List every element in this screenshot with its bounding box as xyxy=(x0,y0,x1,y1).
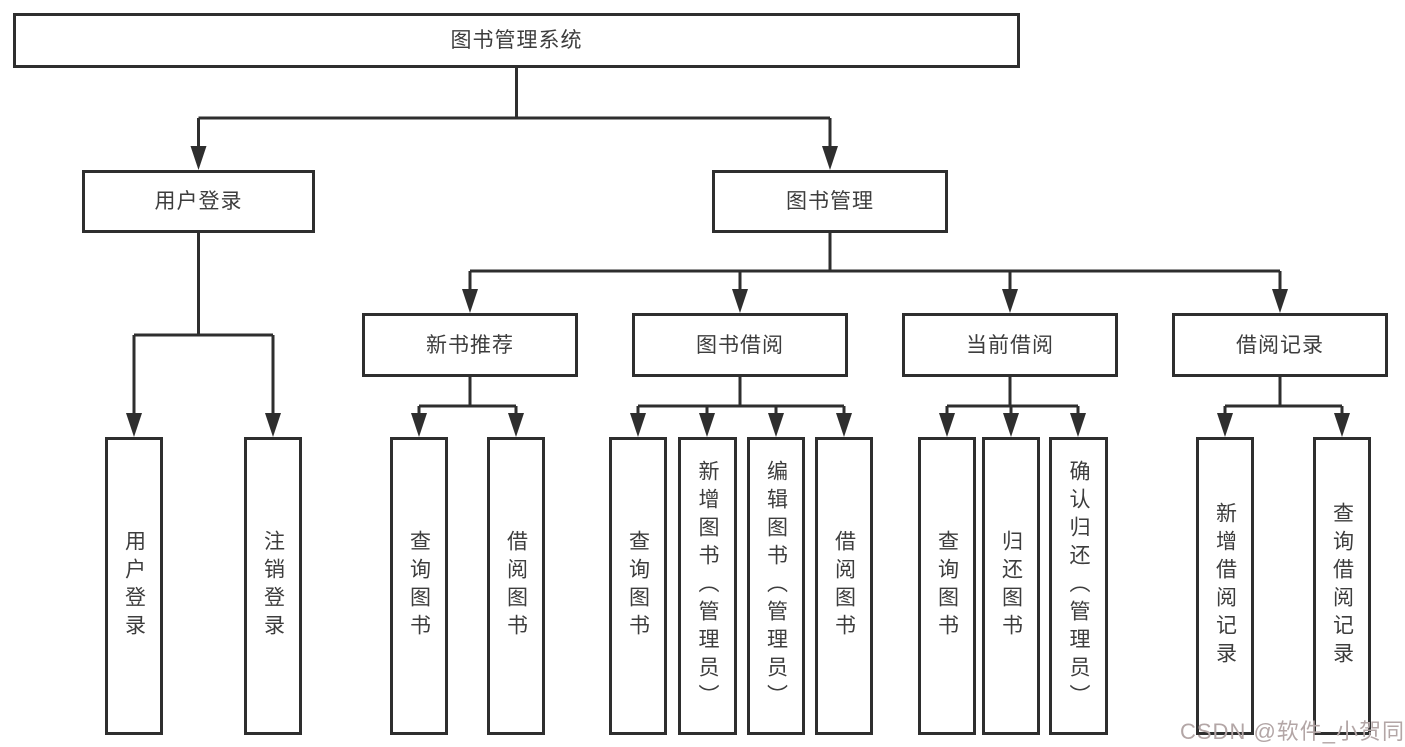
node-current-borrowing: 当前借阅 xyxy=(902,313,1118,377)
leaf-add-borrow-record: 新增借阅记录 xyxy=(1196,437,1254,735)
tree-edges xyxy=(132,68,1344,418)
watermark: CSDN @软件_小贺同学 xyxy=(1180,719,1405,744)
node-book-borrowing-label: 图书借阅 xyxy=(696,333,784,357)
node-new-book-recommendation-label: 新书推荐 xyxy=(426,333,514,357)
leaf-add-book-admin: 新增图书（管理员） xyxy=(678,437,737,735)
node-book-borrowing: 图书借阅 xyxy=(632,313,848,377)
leaf-borrowing-borrow-books-label: 借阅图书 xyxy=(832,530,856,642)
leaf-logout-label: 注销登录 xyxy=(261,530,285,642)
leaf-confirm-return-admin: 确认归还（管理员） xyxy=(1049,437,1108,735)
leaf-return-books-label: 归还图书 xyxy=(999,530,1023,642)
leaf-borrowing-borrow-books: 借阅图书 xyxy=(815,437,873,735)
node-book-management: 图书管理 xyxy=(712,170,948,233)
leaf-user-login: 用户登录 xyxy=(105,437,163,735)
leaf-add-book-admin-label: 新增图书（管理员） xyxy=(696,460,719,712)
node-library-system-label: 图书管理系统 xyxy=(450,29,583,52)
leaf-current-query-books: 查询图书 xyxy=(918,437,976,735)
leaf-confirm-return-admin-label: 确认归还（管理员） xyxy=(1067,460,1090,712)
node-book-management-label: 图书管理 xyxy=(786,190,874,213)
leaf-borrowing-query-books-label: 查询图书 xyxy=(626,530,650,642)
node-borrowing-records: 借阅记录 xyxy=(1172,313,1388,377)
node-new-book-recommendation: 新书推荐 xyxy=(362,313,578,377)
leaf-return-books: 归还图书 xyxy=(982,437,1040,735)
node-current-borrowing-label: 当前借阅 xyxy=(966,333,1054,357)
node-user-login: 用户登录 xyxy=(82,170,315,233)
leaf-edit-book-admin: 编辑图书（管理员） xyxy=(747,437,805,735)
node-library-system: 图书管理系统 xyxy=(13,13,1020,68)
node-borrowing-records-label: 借阅记录 xyxy=(1236,333,1324,357)
leaf-user-login-label: 用户登录 xyxy=(122,530,146,642)
leaf-current-query-books-label: 查询图书 xyxy=(935,530,959,642)
leaf-recommend-query-books-label: 查询图书 xyxy=(407,530,431,642)
leaf-logout: 注销登录 xyxy=(244,437,302,735)
leaf-recommend-borrow-books: 借阅图书 xyxy=(487,437,545,735)
leaf-recommend-borrow-books-label: 借阅图书 xyxy=(504,530,528,642)
leaf-edit-book-admin-label: 编辑图书（管理员） xyxy=(764,460,788,712)
leaf-borrowing-query-books: 查询图书 xyxy=(609,437,667,735)
leaf-recommend-query-books: 查询图书 xyxy=(390,437,448,735)
arrowhead-markers xyxy=(126,146,1350,437)
node-user-login-label: 用户登录 xyxy=(154,190,243,213)
leaf-add-borrow-record-label: 新增借阅记录 xyxy=(1213,502,1237,670)
leaf-query-borrow-record-label: 查询借阅记录 xyxy=(1330,502,1354,670)
leaf-query-borrow-record: 查询借阅记录 xyxy=(1313,437,1371,735)
